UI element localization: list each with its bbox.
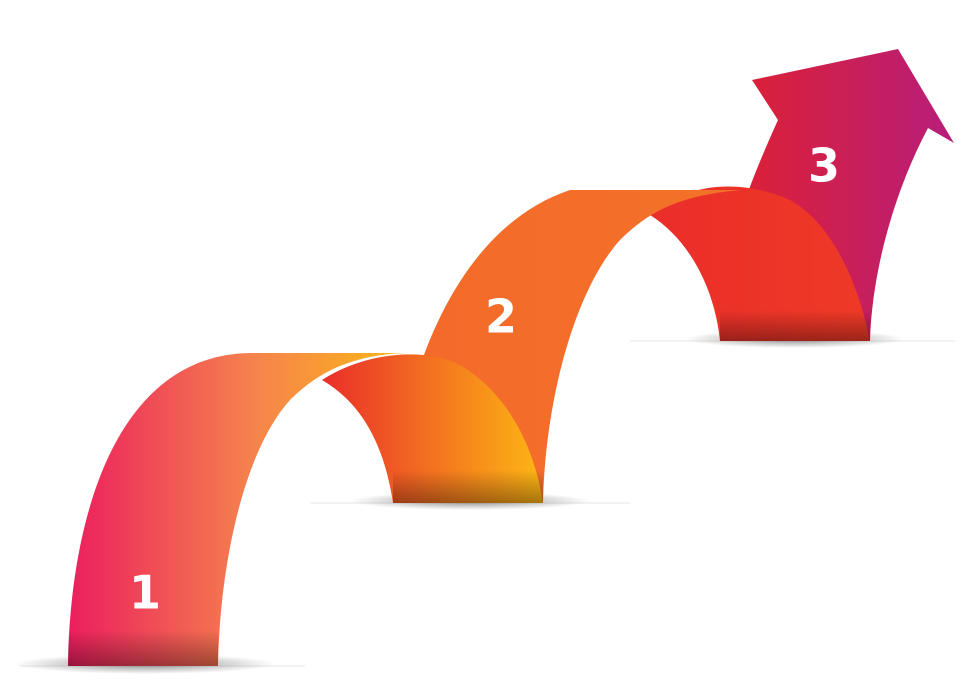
foot-shade-3 <box>720 310 870 341</box>
step-number-2: 2 <box>485 290 517 344</box>
step-number-3: 3 <box>808 139 840 193</box>
step-number-1: 1 <box>129 566 161 620</box>
arch-2-inner <box>650 186 870 341</box>
foot-shade-1 <box>68 630 218 666</box>
arch-segment-1 <box>68 353 405 666</box>
foot-shade-2 <box>393 470 543 503</box>
arch-1-inner <box>322 354 543 503</box>
